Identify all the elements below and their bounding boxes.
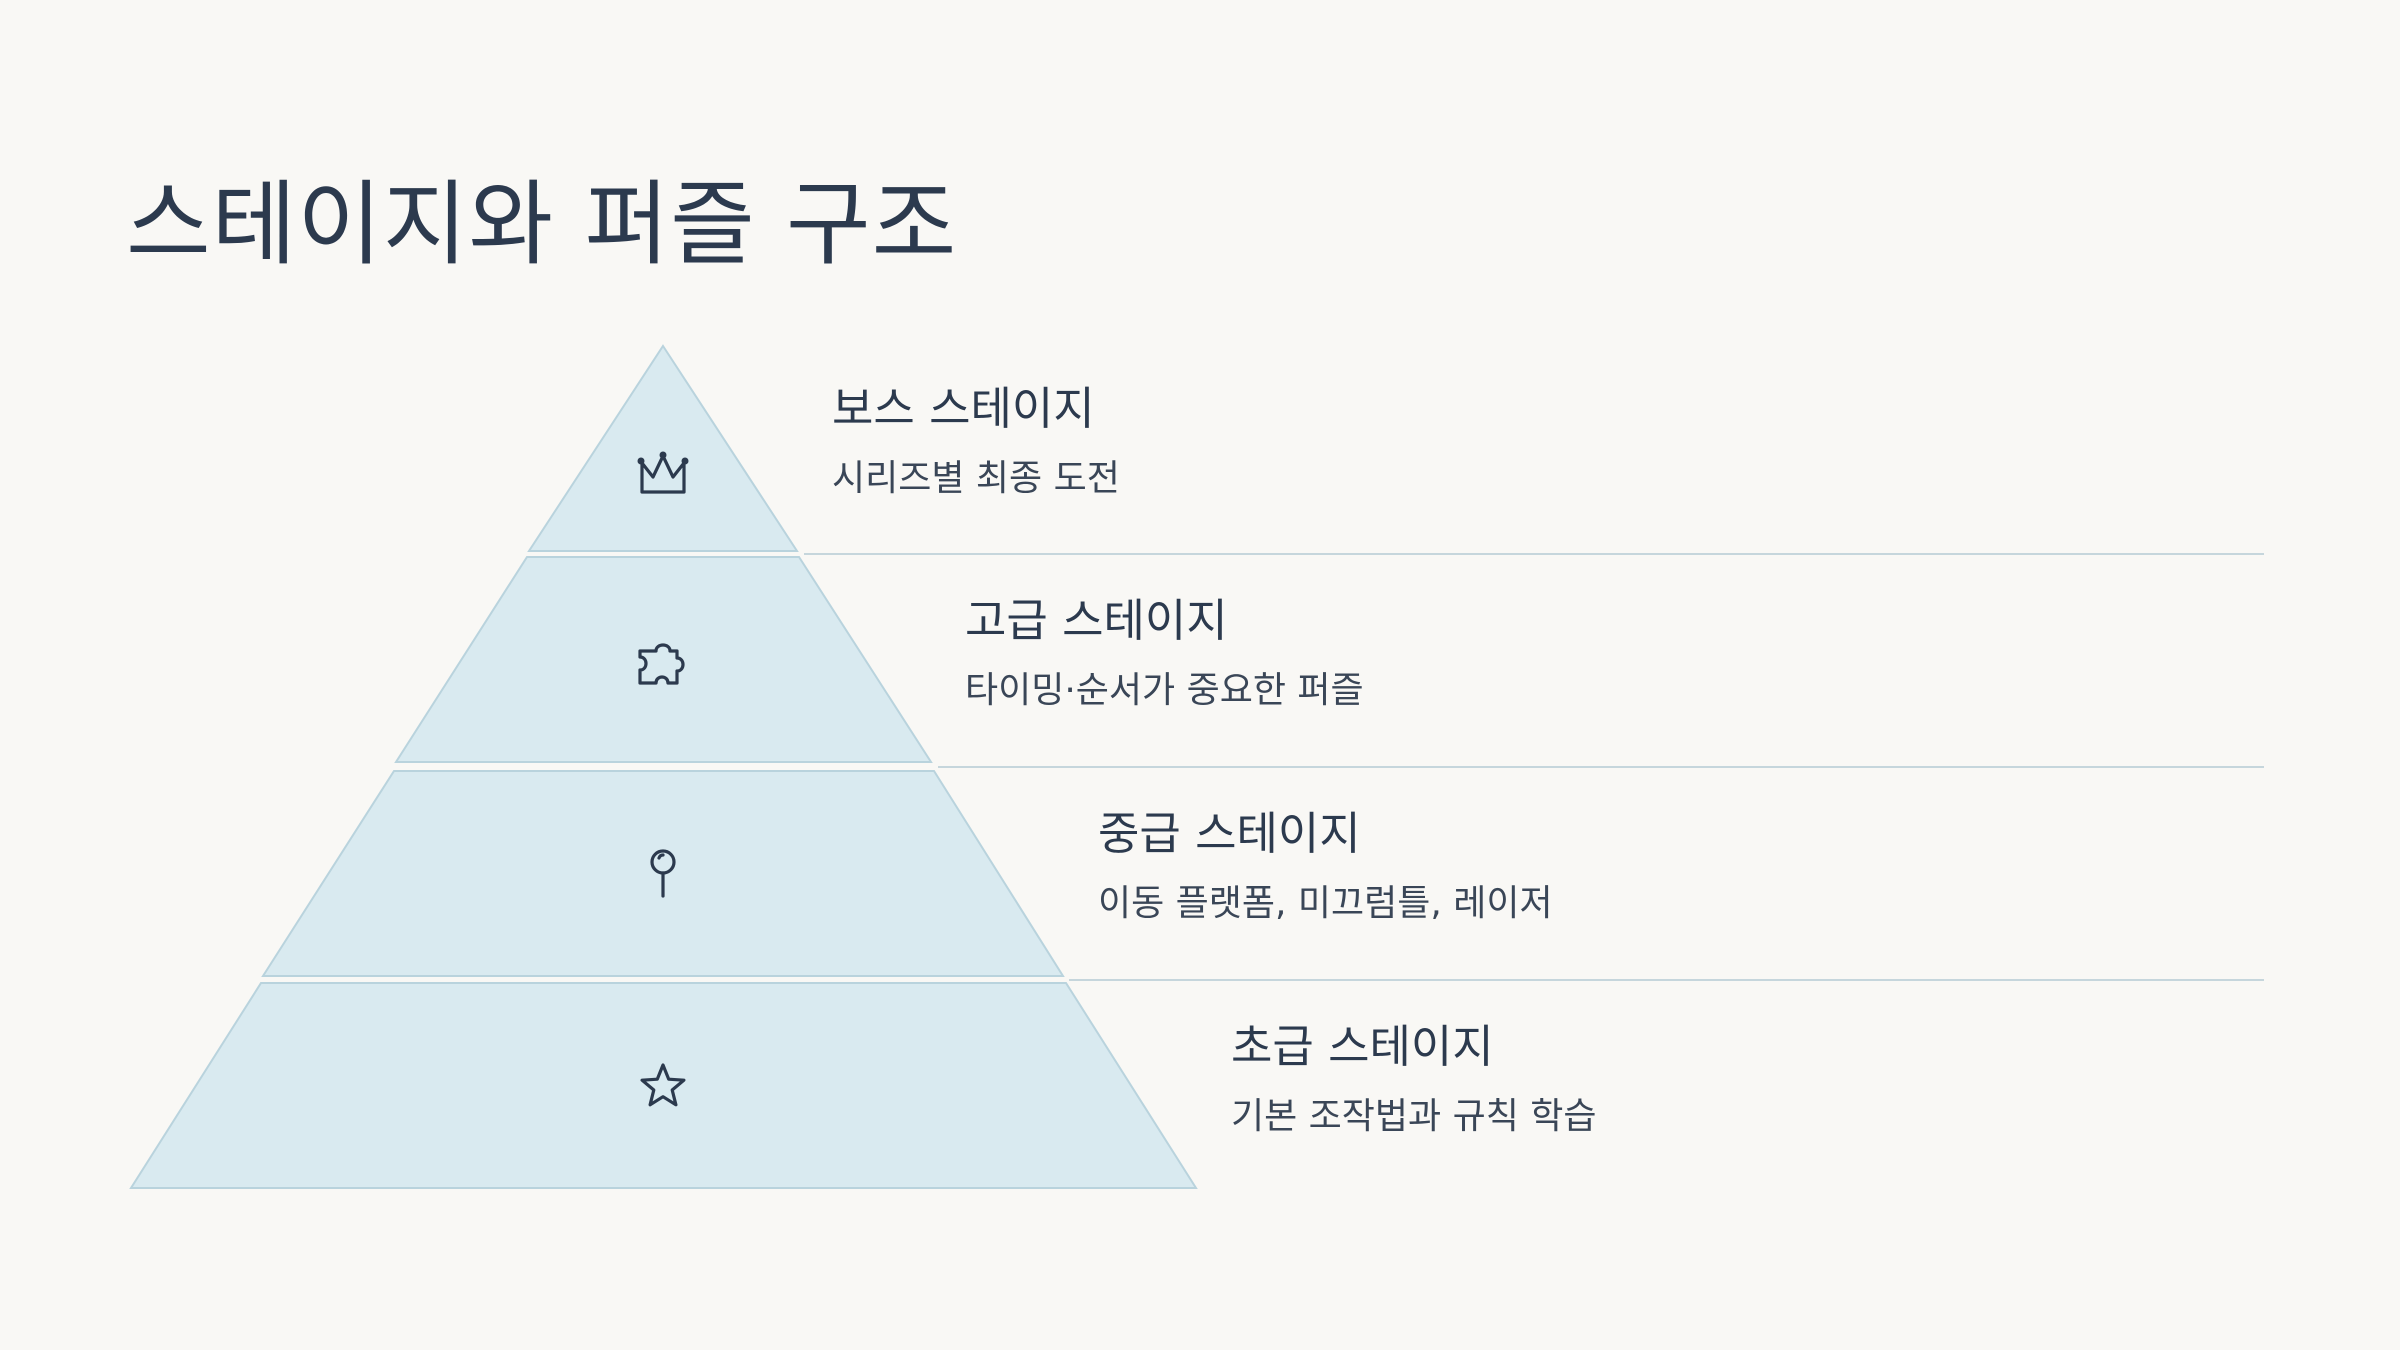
pyramid-tier-advanced	[394, 556, 933, 763]
tier-title: 고급 스테이지	[965, 594, 1228, 647]
tier-advanced: 고급 스테이지 타이밍·순서가 중요한 퍼즐	[965, 598, 1364, 709]
tier-description: 시리즈별 최종 도전	[832, 458, 1120, 499]
puzzle-piece-icon	[638, 643, 685, 685]
pin-icon	[650, 849, 676, 898]
tier-boss: 보스 스테이지 시리즈별 최종 도전	[832, 386, 1120, 497]
tier-title: 중급 스테이지	[1098, 807, 1361, 860]
tier-beginner: 초급 스테이지 기본 조작법과 규칙 학습	[1231, 1024, 1597, 1135]
tier-title: 보스 스테이지	[832, 382, 1095, 435]
tier-title: 초급 스테이지	[1231, 1020, 1494, 1073]
star-icon	[640, 1063, 686, 1107]
tier-description: 이동 플랫폼, 미끄럼틀, 레이저	[1098, 883, 1553, 924]
tier-intermediate: 중급 스테이지 이동 플랫폼, 미끄럼틀, 레이저	[1098, 811, 1553, 922]
pyramid-tier-beginner	[129, 982, 1198, 1189]
crown-icon	[637, 451, 689, 494]
tier-description: 타이밍·순서가 중요한 퍼즐	[965, 670, 1364, 711]
page-title: 스테이지와 퍼즐 구조	[126, 171, 958, 278]
pyramid-tier-boss	[527, 344, 799, 552]
tier-description: 기본 조작법과 규칙 학습	[1231, 1096, 1597, 1137]
